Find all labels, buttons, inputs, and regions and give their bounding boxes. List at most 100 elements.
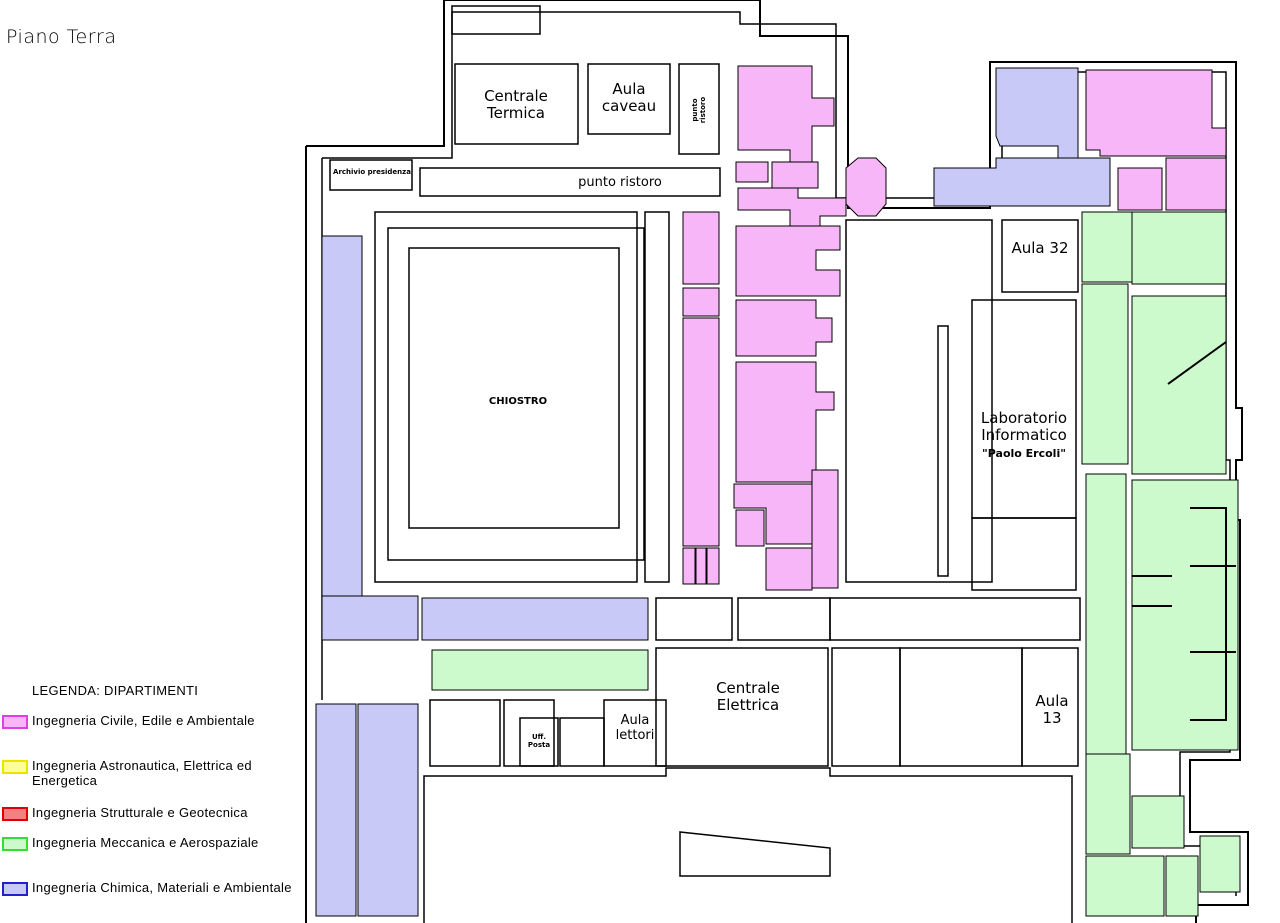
- corridor-punto-ristoro: [419, 167, 721, 197]
- room-meccanica-b: [1131, 211, 1227, 285]
- room-civile-o: [682, 547, 696, 585]
- room-meccanica-i: [1085, 855, 1165, 917]
- room-civile-g: [682, 287, 720, 317]
- room-north-small: [451, 5, 541, 35]
- label-aula-lettori: Aula lettori: [615, 713, 655, 743]
- room-sw-a: [429, 699, 501, 767]
- cloister: [374, 211, 670, 583]
- label-aula-32: Aula 32: [1011, 239, 1069, 257]
- legend-label: Ingegneria Astronautica, Elettrica ed En…: [32, 758, 252, 788]
- room-chimica-ne: [995, 67, 1079, 161]
- room-aula-13: [1021, 647, 1079, 767]
- room-meccanica-f: [1131, 479, 1239, 751]
- room-aula-32: [1001, 219, 1079, 293]
- legend-label: Ingegneria Meccanica e Aerospaziale: [32, 835, 259, 850]
- label-punto-ristoro-vertical: punto ristoro: [690, 96, 707, 124]
- room-civile-i: [735, 299, 833, 357]
- label-aula-13: Aula 13: [1035, 692, 1069, 728]
- cloister-inner: [408, 247, 620, 529]
- room-central-a: [655, 597, 733, 641]
- room-civile-m: [765, 547, 813, 591]
- room-meccanica-d: [1131, 295, 1227, 475]
- label-uff-posta: Uff. Posta: [527, 733, 551, 750]
- legend-swatch-strutturale: [2, 807, 28, 821]
- dept-civile-rooms: [682, 65, 1227, 591]
- legend-swatch-civile: [2, 715, 28, 729]
- label-centrale-termica: Centrale Termica: [484, 87, 548, 123]
- room-meccanica-g: [1085, 753, 1131, 855]
- legend-swatch-chimica: [2, 882, 28, 896]
- room-south-b: [899, 647, 1023, 767]
- room-aula-caveau: [587, 63, 671, 135]
- lab-block: [845, 219, 1079, 591]
- room-archivio: [329, 159, 413, 191]
- legend-title: LEGENDA: DIPARTIMENTI: [32, 683, 199, 698]
- room-civile-j: [735, 361, 835, 483]
- room-chimica-west-b: [321, 595, 419, 641]
- label-chiostro: CHIOSTRO: [488, 396, 548, 407]
- hall-large: [845, 219, 993, 583]
- label-punto-ristoro: punto ristoro: [578, 175, 662, 190]
- page-title: Piano Terra: [6, 26, 117, 48]
- courtyard-outline: [423, 767, 1073, 923]
- north-block: [329, 5, 721, 197]
- room-civile-c: [737, 187, 847, 229]
- room-meccanica-a: [1081, 211, 1133, 283]
- room-meccanica-j: [1165, 855, 1199, 917]
- room-civile-q: [706, 547, 720, 585]
- room-civile-n: [811, 469, 839, 589]
- label-laboratorio: Laboratorio Informatico: [980, 409, 1068, 445]
- corridors: [429, 597, 1081, 877]
- hall-partition: [937, 325, 949, 577]
- room-chimica-ne-b: [933, 157, 1111, 207]
- room-civile-h: [682, 317, 720, 547]
- room-civile-ne-c: [1165, 157, 1227, 211]
- stair-central: [737, 597, 831, 641]
- room-civile-e: [682, 211, 720, 285]
- corridor-south: [829, 597, 1081, 641]
- room-civile-a: [735, 161, 769, 183]
- room-meccanica-k: [1199, 835, 1241, 893]
- room-chimica-south: [421, 597, 649, 641]
- room-civile-ne: [1085, 69, 1227, 157]
- room-aula-lettori: [603, 699, 667, 767]
- label-archivio: Archivio presidenza: [333, 168, 411, 176]
- room-south-a: [831, 647, 901, 767]
- dept-chimica-rooms: [315, 67, 1111, 917]
- room-civile-b: [771, 161, 819, 189]
- room-chimica-sw: [315, 703, 357, 917]
- room-uff-posta: [519, 717, 559, 767]
- room-civile-f: [735, 225, 841, 297]
- label-aula-caveau: Aula caveau: [601, 80, 657, 116]
- room-chimica-sw-b: [357, 703, 419, 917]
- partitions: [1132, 341, 1236, 721]
- legend-label: Ingegneria Strutturale e Geotecnica: [32, 805, 248, 820]
- partition-f: [1190, 507, 1227, 721]
- room-sw-c: [559, 717, 605, 767]
- cloister-east-corridor: [644, 211, 670, 583]
- room-meccanica-e: [1085, 473, 1127, 755]
- room-lab-service: [971, 517, 1077, 591]
- room-meccanica-south: [431, 649, 649, 691]
- room-centrale-elettrica: [655, 647, 829, 767]
- dept-meccanica-rooms: [431, 211, 1241, 917]
- room-meccanica-h: [1131, 795, 1185, 849]
- room-chimica-west: [321, 235, 363, 641]
- legend-label: Ingegneria Civile, Edile e Ambientale: [32, 713, 255, 728]
- ramp: [679, 831, 831, 877]
- cloister-outer: [374, 211, 638, 583]
- room-civile-ne-b: [1117, 167, 1163, 211]
- cloister-walk: [387, 227, 645, 561]
- label-paolo-ercoli: "Paolo Ercoli": [982, 447, 1066, 460]
- room-civile-p: [695, 547, 707, 585]
- room-centrale-termica: [454, 63, 579, 145]
- room-punto-ristoro-small: [678, 63, 720, 155]
- partition-diagonal: [1167, 341, 1227, 385]
- room-civile-d: [845, 157, 887, 217]
- room-civile-l: [735, 509, 765, 547]
- room-civile-north: [737, 65, 835, 163]
- room-meccanica-c: [1081, 283, 1129, 465]
- legend-swatch-astronautica: [2, 760, 28, 774]
